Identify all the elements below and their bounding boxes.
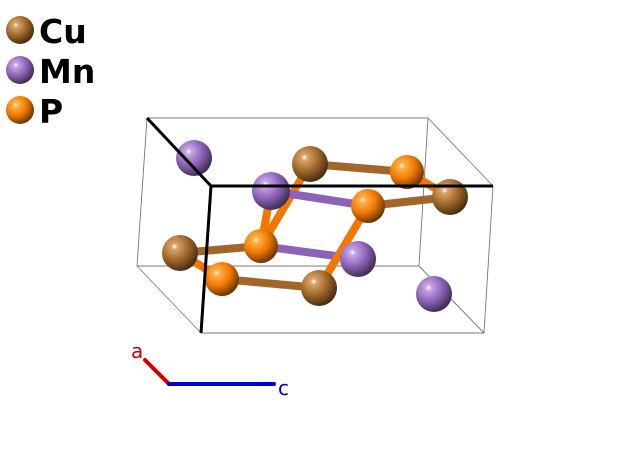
mn-atom xyxy=(252,172,290,210)
mn-atom xyxy=(176,140,212,176)
legend-item-cu: Cu xyxy=(6,12,87,51)
cell-axis-line xyxy=(199,185,213,334)
cell-axis-line xyxy=(145,116,213,188)
cu-atom xyxy=(301,270,337,306)
p-atom xyxy=(205,262,239,296)
a-axis-line xyxy=(143,358,171,386)
cu-atom xyxy=(292,146,328,182)
c-axis-label: c xyxy=(278,376,289,400)
p-swatch-icon xyxy=(6,96,34,124)
p-atom xyxy=(351,189,385,223)
cell-edge xyxy=(418,117,429,267)
cu-atom xyxy=(432,179,468,215)
p-atom xyxy=(244,229,278,263)
legend-item-p: P xyxy=(6,92,63,131)
mn-swatch-icon xyxy=(6,56,34,84)
cu-swatch-icon xyxy=(6,16,34,44)
legend: Cu Mn P xyxy=(6,12,95,131)
a-axis-label: a xyxy=(131,339,143,363)
cell-edge xyxy=(427,117,494,187)
cell-edge xyxy=(136,265,202,334)
legend-item-mn: Mn xyxy=(6,52,95,91)
cell-axes xyxy=(145,116,493,334)
legend-label-mn: Mn xyxy=(39,52,95,91)
mn-atom xyxy=(416,276,452,312)
cell-edge xyxy=(136,117,148,267)
cell-edge xyxy=(483,185,494,334)
legend-label-cu: Cu xyxy=(39,12,87,51)
legend-label-p: P xyxy=(39,92,63,131)
mn-atom xyxy=(340,241,376,277)
cu-atom xyxy=(162,235,198,271)
p-atom xyxy=(390,155,424,189)
orientation-axes: a c xyxy=(131,339,289,400)
